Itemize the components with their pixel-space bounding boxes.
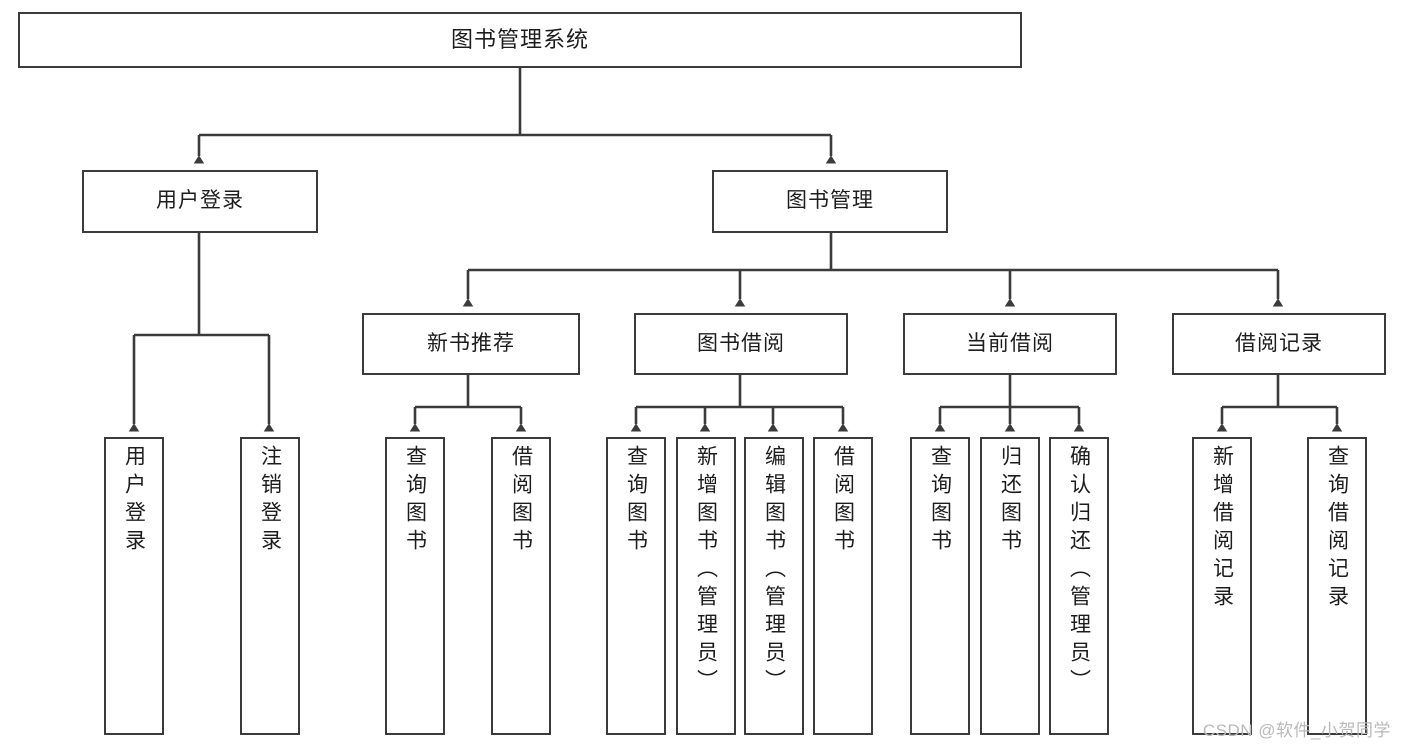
node-label: 新书推荐 (427, 331, 515, 355)
leaf-current-confirm-return-admin[interactable]: 确认归还（管理员） (1049, 437, 1109, 735)
node-label: 图书借阅 (697, 331, 785, 355)
node-label: 新增图书（管理员） (694, 445, 718, 697)
leaf-borrow-add-book-admin[interactable]: 新增图书（管理员） (676, 437, 736, 735)
node-label: 查询图书 (624, 445, 648, 557)
leaf-newbook-query-book[interactable]: 查询图书 (385, 437, 445, 735)
leaf-current-query-book[interactable]: 查询图书 (910, 437, 970, 735)
leaf-record-add-record[interactable]: 新增借阅记录 (1192, 437, 1252, 735)
node-current-borrow[interactable]: 当前借阅 (903, 313, 1117, 375)
node-label: 编辑图书（管理员） (762, 445, 786, 697)
node-label: 查询图书 (403, 445, 427, 557)
node-label: 确认归还（管理员） (1067, 445, 1091, 697)
node-label: 借阅记录 (1235, 331, 1323, 355)
node-label: 新增借阅记录 (1210, 445, 1234, 613)
node-label: 借阅图书 (509, 445, 533, 557)
node-label: 图书管理系统 (450, 27, 589, 53)
node-label: 注销登录 (258, 445, 282, 557)
node-book-management[interactable]: 图书管理 (712, 170, 948, 233)
node-user-login[interactable]: 用户登录 (82, 170, 318, 233)
node-label: 当前借阅 (966, 331, 1054, 355)
node-label: 图书管理 (786, 189, 874, 213)
node-label: 用户登录 (156, 189, 244, 213)
node-label: 用户登录 (122, 445, 146, 557)
node-label: 归还图书 (998, 445, 1022, 557)
node-label: 查询借阅记录 (1325, 445, 1349, 613)
node-root-system[interactable]: 图书管理系统 (18, 12, 1022, 68)
leaf-user-login[interactable]: 用户登录 (104, 437, 164, 735)
leaf-newbook-borrow-book[interactable]: 借阅图书 (491, 437, 551, 735)
node-book-borrow[interactable]: 图书借阅 (634, 313, 848, 375)
node-label: 查询图书 (928, 445, 952, 557)
node-label: 借阅图书 (831, 445, 855, 557)
leaf-record-query-record[interactable]: 查询借阅记录 (1307, 437, 1367, 735)
leaf-borrow-edit-book-admin[interactable]: 编辑图书（管理员） (744, 437, 804, 735)
leaf-borrow-query-book[interactable]: 查询图书 (606, 437, 666, 735)
node-new-book-recommend[interactable]: 新书推荐 (362, 313, 580, 375)
node-borrow-record[interactable]: 借阅记录 (1172, 313, 1386, 375)
leaf-borrow-borrow-book[interactable]: 借阅图书 (813, 437, 873, 735)
leaf-current-return-book[interactable]: 归还图书 (980, 437, 1040, 735)
leaf-user-logout[interactable]: 注销登录 (240, 437, 300, 735)
